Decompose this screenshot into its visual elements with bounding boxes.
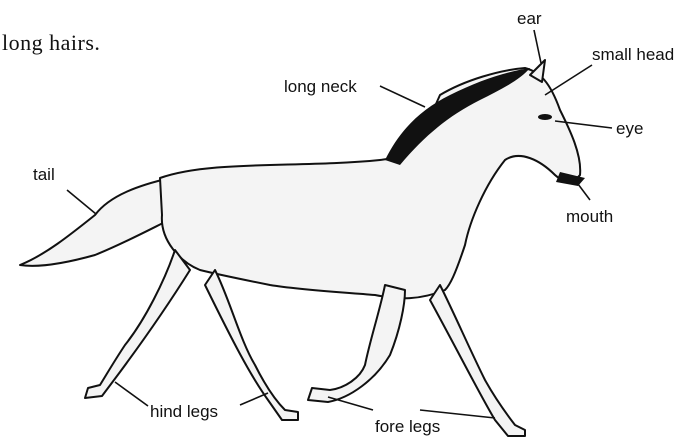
fore-legs-leader-a	[328, 397, 373, 410]
fore-leg-rear	[308, 285, 405, 402]
ear-leader	[534, 30, 541, 63]
label-long-neck: long neck	[284, 77, 357, 96]
tail-leader	[67, 190, 96, 214]
hind-legs-leader-a	[115, 382, 148, 406]
hind-leg-front	[205, 270, 298, 420]
label-fore-legs: fore legs	[375, 417, 440, 436]
hind-leg-rear	[85, 250, 190, 398]
label-mouth: mouth	[566, 207, 613, 226]
horse-eye	[538, 114, 552, 120]
horse-body	[160, 68, 580, 298]
horse-illustration	[20, 60, 585, 436]
label-eye: eye	[616, 119, 643, 138]
label-tail: tail	[33, 165, 55, 184]
label-small-head: small head	[592, 45, 674, 64]
mouth-leader	[575, 180, 590, 200]
label-hind-legs: hind legs	[150, 402, 218, 421]
hind-legs-leader-b	[240, 393, 268, 405]
label-ear: ear	[517, 9, 542, 28]
long-neck-leader	[380, 86, 425, 107]
horse-tail	[20, 178, 170, 266]
small-head-leader	[545, 65, 592, 95]
